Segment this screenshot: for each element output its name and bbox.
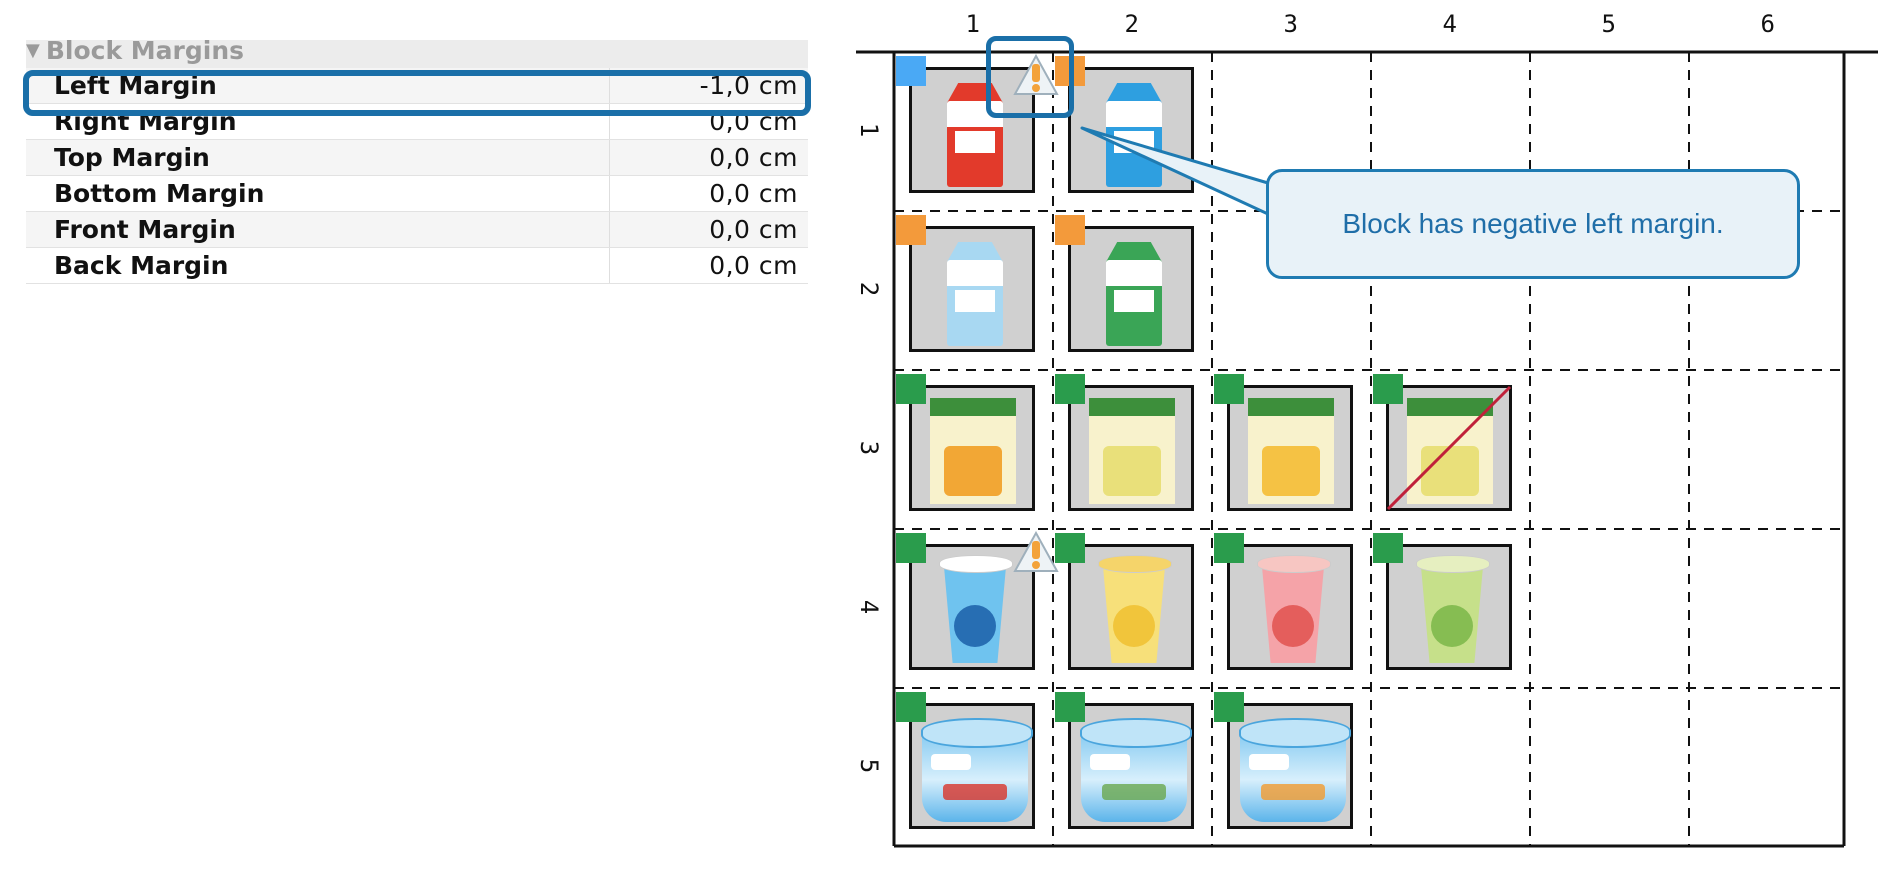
milk-carton-image (947, 242, 1003, 348)
block-tag-blue (896, 56, 926, 86)
block-tag-green (896, 533, 926, 563)
shelf-block-r4c3[interactable] (1227, 544, 1353, 670)
property-row[interactable]: Bottom Margin 0,0 cm (26, 176, 808, 212)
row-label: 1 (855, 122, 884, 137)
property-value[interactable]: 0,0 cm (709, 143, 798, 172)
column-label: 1 (965, 10, 980, 38)
block-tag-green (896, 692, 926, 722)
section-title: Block Margins (45, 40, 245, 65)
column-label: 2 (1124, 10, 1139, 38)
block-tag-green (1214, 692, 1244, 722)
shelf-block-r4c4[interactable] (1386, 544, 1512, 670)
row-label: 3 (855, 440, 884, 455)
block-tag-green (1055, 692, 1085, 722)
block-tag-orange (896, 215, 926, 245)
block-tag-green (1373, 533, 1403, 563)
block-tag-green (1055, 533, 1085, 563)
shelf-block-r1c1[interactable] (909, 67, 1035, 193)
column-label: 4 (1442, 10, 1457, 38)
yogurt-tub-image (921, 718, 1033, 822)
cheese-package-image (1248, 398, 1334, 504)
shelf-block-r4c2[interactable] (1068, 544, 1194, 670)
callout-text: Block has negative left margin. (1342, 208, 1724, 239)
yogurt-cup-image (1256, 555, 1331, 665)
block-tag-orange (1055, 215, 1085, 245)
warning-highlight-box (986, 36, 1074, 118)
property-name: Top Margin (26, 140, 610, 175)
crossed-out-marker (1386, 385, 1512, 511)
property-row[interactable]: Back Margin 0,0 cm (26, 248, 808, 284)
column-label: 5 (1601, 10, 1616, 38)
shelf-block-r3c2[interactable] (1068, 385, 1194, 511)
shelf-block-r3c4[interactable] (1386, 385, 1512, 511)
block-tag-green (1373, 374, 1403, 404)
property-value[interactable]: 0,0 cm (709, 215, 798, 244)
shelf-block-r2c1[interactable] (909, 226, 1035, 352)
yogurt-tub-image (1080, 718, 1192, 822)
shelf-planogram: 1 2 3 4 5 6 1 2 3 4 5 (855, 0, 1878, 870)
block-tag-green (1055, 374, 1085, 404)
milk-carton-image (1106, 242, 1162, 348)
property-row[interactable]: Top Margin 0,0 cm (26, 140, 808, 176)
yogurt-cup-image (938, 555, 1013, 665)
shelf-block-r2c2[interactable] (1068, 226, 1194, 352)
milk-carton-image (947, 83, 1003, 189)
yogurt-cup-image (1415, 555, 1490, 665)
property-name: Front Margin (26, 212, 610, 247)
cheese-package-image (1089, 398, 1175, 504)
warning-icon[interactable] (1013, 54, 1059, 96)
block-tag-green (1214, 374, 1244, 404)
property-value[interactable]: 0,0 cm (709, 179, 798, 208)
shelf-block-r5c1[interactable] (909, 703, 1035, 829)
shelf-block-r5c3[interactable] (1227, 703, 1353, 829)
shelf-block-r3c1[interactable] (909, 385, 1035, 511)
disclosure-triangle-icon[interactable]: ▼ (26, 40, 40, 61)
shelf-block-r5c2[interactable] (1068, 703, 1194, 829)
yogurt-tub-image (1239, 718, 1351, 822)
property-name: Back Margin (26, 248, 610, 283)
row-label: 4 (855, 599, 884, 614)
block-tag-green (1214, 533, 1244, 563)
highlight-left-margin-row (23, 70, 811, 116)
yogurt-cup-image (1097, 555, 1172, 665)
row-label: 5 (855, 758, 884, 773)
shelf-block-r1c2[interactable] (1068, 67, 1194, 193)
block-tag-green (896, 374, 926, 404)
property-value[interactable]: 0,0 cm (709, 251, 798, 280)
row-label: 2 (855, 281, 884, 296)
cheese-package-image (1407, 398, 1493, 504)
property-row[interactable]: Front Margin 0,0 cm (26, 212, 808, 248)
warning-callout: Block has negative left margin. (1266, 169, 1800, 279)
shelf-block-r3c3[interactable] (1227, 385, 1353, 511)
milk-carton-image (1106, 83, 1162, 189)
column-label: 6 (1760, 10, 1775, 38)
column-label: 3 (1283, 10, 1298, 38)
property-name: Bottom Margin (26, 176, 610, 211)
warning-icon[interactable] (1013, 531, 1059, 573)
section-header[interactable]: ▼ Block Margins (26, 40, 808, 68)
cheese-package-image (930, 398, 1016, 504)
shelf-block-r4c1[interactable] (909, 544, 1035, 670)
